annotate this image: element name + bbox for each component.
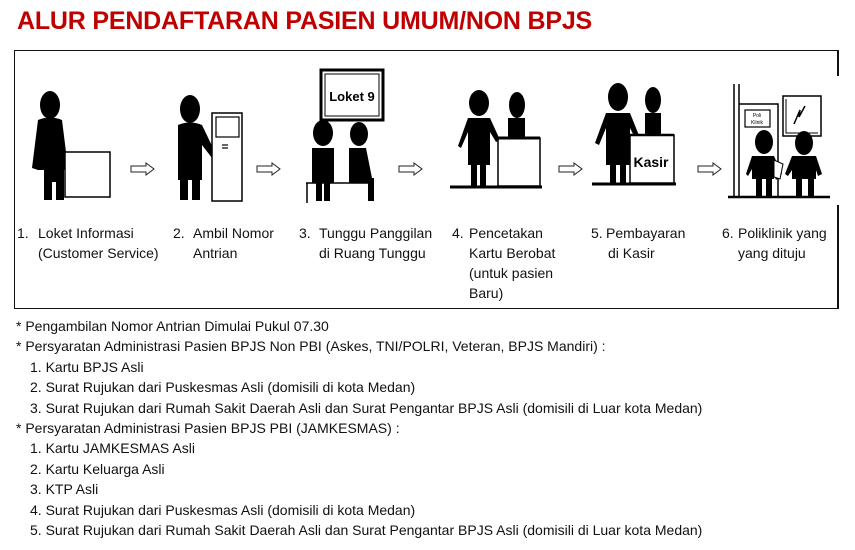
- svg-text:Poli: Poli: [753, 113, 761, 119]
- note-non-pbi-item: 2. Surat Rujukan dari Puskesmas Asli (do…: [30, 379, 416, 396]
- step-6-label: 6. Poliklinik yang yang dituju: [722, 225, 827, 261]
- cashier-icon: Kasir: [592, 83, 676, 186]
- note-pbi-item: 3. KTP Asli: [30, 481, 99, 498]
- poliklinik-icon: Poli Klinik: [728, 84, 830, 199]
- right-arrow-icon: [398, 162, 424, 176]
- svg-text:Kasir: Kasir: [633, 154, 669, 170]
- step-1-label: 1. Loket Informasi (Customer Service): [17, 225, 159, 261]
- panel-border-right-bottom: [837, 205, 839, 309]
- note-pbi-item: 5. Surat Rujukan dari Rumah Sakit Daerah…: [30, 522, 703, 539]
- note-pbi-item: 4. Surat Rujukan dari Puskesmas Asli (do…: [30, 501, 416, 518]
- figure-cashier: Kasir: [590, 83, 680, 188]
- ticket-machine-icon: [178, 95, 243, 202]
- waiting-room-icon: Loket 9: [306, 68, 385, 203]
- page-title: ALUR PENDAFTARAN PASIEN UMUM/NON BPJS: [17, 7, 593, 35]
- right-arrow-icon: [130, 162, 156, 176]
- requirements-notes: * Pengambilan Nomor Antrian Dimulai Puku…: [16, 316, 702, 540]
- figure-waiting-room: Loket 9: [306, 68, 386, 203]
- svg-text:Loket 9: Loket 9: [329, 89, 375, 104]
- step-5-label: 5. Pembayaran di Kasir: [591, 225, 686, 261]
- note-pbi-item: 2. Kartu Keluarga Asli: [30, 460, 165, 477]
- figure-poliklinik: Poli Klinik: [728, 84, 833, 199]
- figure-person-at-desk: [30, 90, 115, 200]
- right-arrow-icon: [558, 162, 584, 176]
- note-pbi-item: 1. Kartu JAMKESMAS Asli: [30, 440, 195, 457]
- right-arrow-icon: [697, 162, 723, 176]
- step-4-label: 4. Pencetakan Kartu Berobat (untuk pasie…: [452, 225, 556, 301]
- person-at-desk-icon: [32, 91, 111, 200]
- figure-card-counter: [450, 90, 545, 190]
- panel-border-right-top: [837, 50, 839, 76]
- note-non-pbi-item: 1. Kartu BPJS Asli: [30, 358, 144, 375]
- svg-text:Klinik: Klinik: [751, 120, 763, 126]
- figure-ticket-machine: [172, 95, 247, 205]
- card-counter-icon: [450, 90, 542, 189]
- step-2-label: 2. Ambil Nomor Antrian: [173, 225, 274, 261]
- note-non-pbi-item: 3. Surat Rujukan dari Rumah Sakit Daerah…: [30, 399, 703, 416]
- registration-flow-panel: [14, 50, 838, 309]
- step-3-label: 3. Tunggu Panggilan di Ruang Tunggu: [299, 225, 433, 261]
- right-arrow-icon: [256, 162, 282, 176]
- note-non-pbi-heading: * Persyaratan Administrasi Pasien BPJS N…: [16, 338, 606, 355]
- note-queue-start-time: * Pengambilan Nomor Antrian Dimulai Puku…: [16, 318, 329, 334]
- note-pbi-heading: * Persyaratan Administrasi Pasien BPJS P…: [16, 420, 400, 437]
